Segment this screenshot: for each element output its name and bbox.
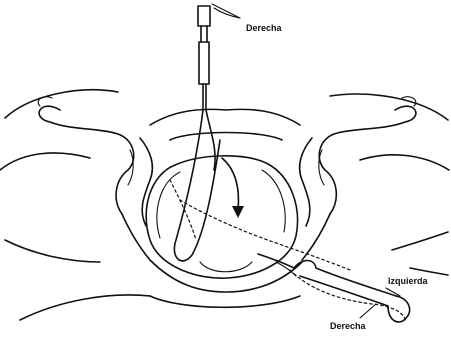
pubic-region [150,260,302,307]
label-derecha-top: Derecha [246,23,282,33]
right-hip-bone [300,97,416,260]
left-hip-bone [38,97,152,260]
curved-arrow [222,158,244,218]
label-izquierda: Izquierda [388,276,428,286]
label-derecha-bottom: Derecha [330,321,366,331]
sacrum [150,109,300,140]
body-outline [0,90,449,320]
